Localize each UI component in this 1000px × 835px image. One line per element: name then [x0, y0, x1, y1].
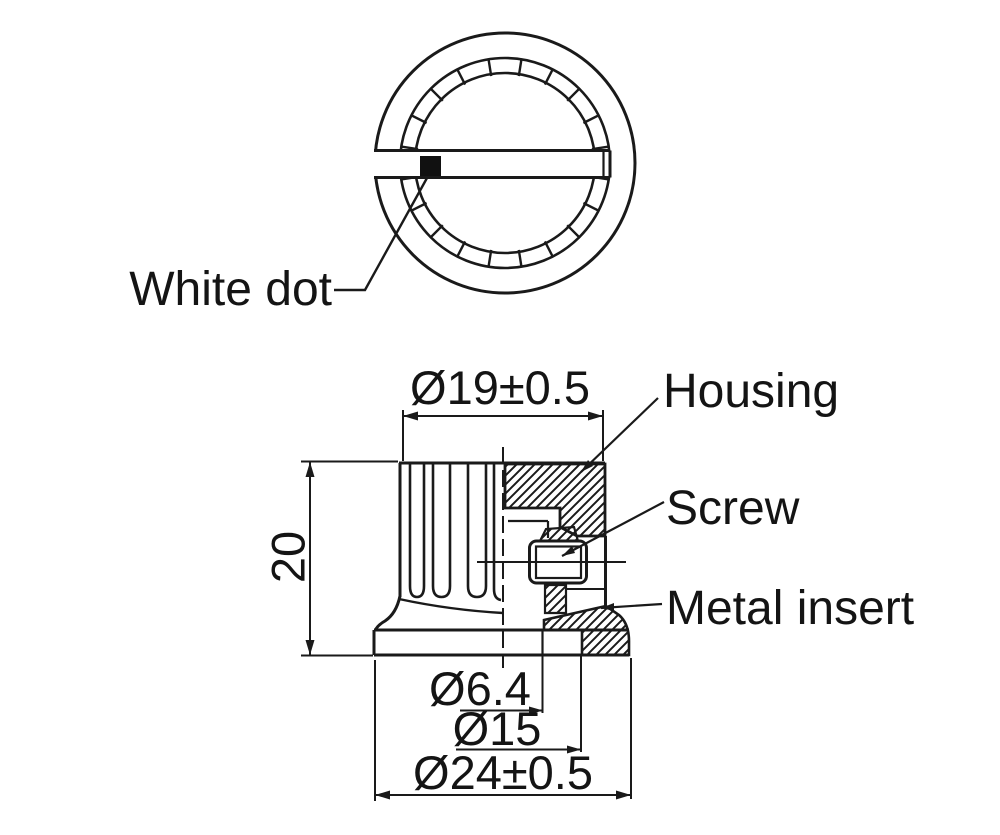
knurl-ticks [400, 58, 610, 268]
insert-sleeve-hatched [543, 583, 568, 615]
dim15-arrow [567, 745, 581, 754]
screw-leader-arrow [562, 546, 575, 556]
white-dot-label: White dot [129, 263, 332, 316]
dim20-arrow-top [305, 462, 315, 477]
dim-height: 20 [262, 460, 398, 657]
skirt-left-curve [373, 595, 402, 632]
dim24-arrow-right [616, 790, 631, 800]
dim-insert-diameter: Ø15 [453, 655, 582, 755]
screw-label: Screw [666, 482, 800, 535]
housing-leader-line [580, 397, 659, 473]
white-dot-marker [420, 156, 441, 176]
dim24-text: Ø24±0.5 [413, 746, 593, 799]
dim15-text: Ø15 [453, 702, 542, 755]
part-labels: Housing Screw Metal insert [561, 365, 914, 635]
dim19-text: Ø19±0.5 [410, 361, 590, 414]
dim24-extension-lines [374, 658, 632, 801]
dim19-extension-lines [402, 410, 604, 461]
groove-1 [408, 464, 426, 599]
skirt-shoulder-line [398, 597, 504, 615]
dim64-arrow [529, 706, 543, 715]
pointer-slot-fill [372, 151, 611, 177]
base-flange-hatched [542, 604, 631, 657]
housing-section [503, 462, 631, 657]
metal-insert-leader-arrow [601, 603, 614, 611]
housing-leader-arrow [581, 460, 593, 472]
dim19-arrow-right [588, 411, 603, 421]
pointer-slot [374, 149, 612, 179]
knurl-grooves [408, 464, 502, 602]
dim19-arrow-left [403, 411, 418, 421]
dim-base-diameter: Ø24±0.5 [374, 658, 632, 801]
top-view: White dot [129, 31, 637, 316]
groove-2 [431, 464, 452, 599]
white-dot-leader-line [334, 177, 429, 292]
dim64-text: Ø6.4 [429, 662, 531, 715]
screw-leader-line [561, 501, 665, 557]
dim20-text: 20 [262, 531, 315, 583]
dim20-extension-lines [301, 460, 398, 657]
dim24-arrow-left [375, 790, 390, 800]
housing-hatched-wall [503, 462, 607, 538]
housing-label: Housing [663, 365, 839, 418]
side-section-view: Ø19±0.5 20 Ø6.4 Ø15 [262, 361, 914, 801]
dim20-arrow-bottom [305, 640, 315, 655]
dim-top-diameter: Ø19±0.5 [402, 361, 604, 461]
insert-thread-wedge [538, 525, 580, 543]
metal-insert-label: Metal insert [666, 582, 914, 635]
dim-shaft-hole: Ø6.4 [429, 655, 544, 715]
groove-3 [466, 464, 488, 599]
metal-insert-section [541, 583, 604, 655]
screw-assembly [477, 539, 626, 585]
groove-4-partial [492, 464, 502, 602]
